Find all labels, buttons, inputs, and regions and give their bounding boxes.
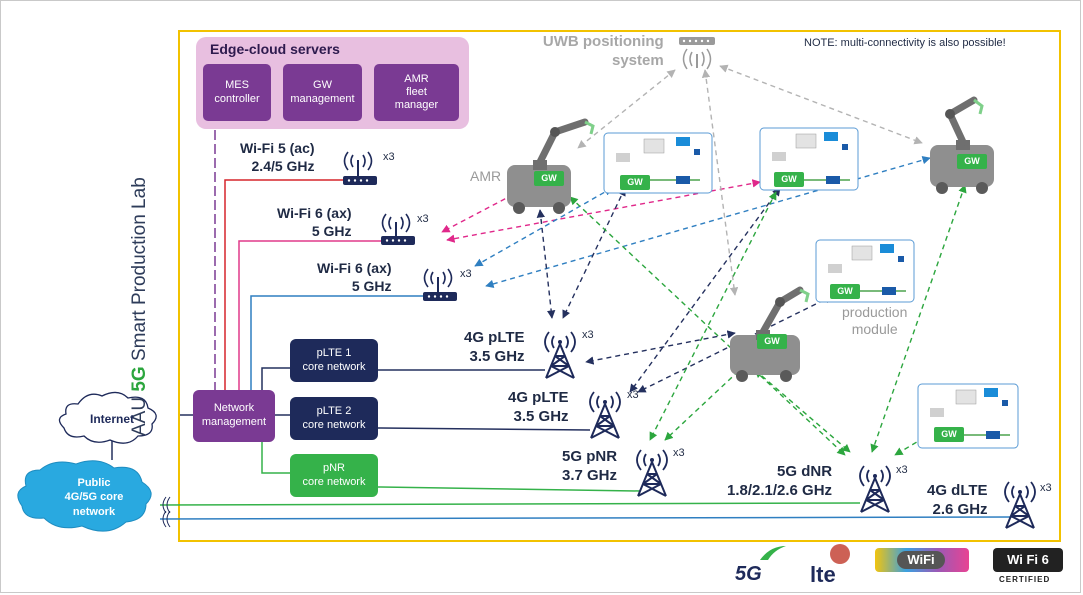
gw-badge: GW [534, 171, 564, 186]
wifi6a-count: x3 [417, 213, 429, 225]
wifi5-label: Wi-Fi 5 (ac)2.4/5 GHz [240, 140, 315, 174]
amr-label: AMR [470, 168, 502, 184]
gw-badge: GW [957, 154, 987, 169]
tower-plte1-count: x3 [582, 329, 594, 341]
gw-badge: GW [620, 175, 650, 190]
tower-dnr-count: x3 [896, 464, 908, 476]
gw-badge: GW [934, 427, 964, 442]
wifi-logo: WiFi [875, 548, 969, 572]
wifi6a-label: Wi-Fi 6 (ax)5 GHz [277, 205, 352, 239]
dnr-tower-icon [859, 465, 891, 513]
wifi5-router-icon [343, 151, 377, 185]
tower-plte2-count: x3 [627, 389, 639, 401]
wifi6b-router-icon [423, 268, 457, 301]
5g-logo: 5G [735, 563, 762, 585]
multi-connectivity-note: NOTE: multi-connectivity is also possibl… [804, 37, 1006, 49]
gw-badge: GW [774, 172, 804, 187]
plte1-tower-icon [544, 331, 576, 379]
wireless-links [441, 64, 967, 456]
wifi6b-count: x3 [460, 268, 472, 280]
wifi-logo-text: WiFi [897, 551, 945, 569]
gw-badge: GW [830, 284, 860, 299]
dlte-tower-icon [1004, 481, 1036, 529]
gw-badge: GW [757, 334, 787, 349]
internet-cloud [58, 391, 157, 444]
wifi5-count: x3 [383, 151, 395, 163]
lab-boundary [178, 30, 1061, 542]
tower-dlte-count: x3 [1040, 482, 1052, 494]
lte-logo: lte [810, 562, 836, 587]
wifi6a-router-icon [381, 213, 415, 245]
public-network-cloud [17, 460, 152, 532]
wifi6-logo: Wi Fi 6 [993, 548, 1063, 572]
wifi6-certified-text: CERTIFIED [999, 575, 1051, 584]
plte2-tower-icon [589, 391, 621, 439]
tower-pnr-count: x3 [673, 447, 685, 459]
edge-title: Edge-cloud servers [210, 41, 340, 57]
wired-links [111, 130, 1016, 528]
internet-label: Internet [90, 412, 135, 426]
pnr-tower-icon [636, 449, 668, 497]
wifi6b-label: Wi-Fi 6 (ax)5 GHz [317, 260, 392, 294]
